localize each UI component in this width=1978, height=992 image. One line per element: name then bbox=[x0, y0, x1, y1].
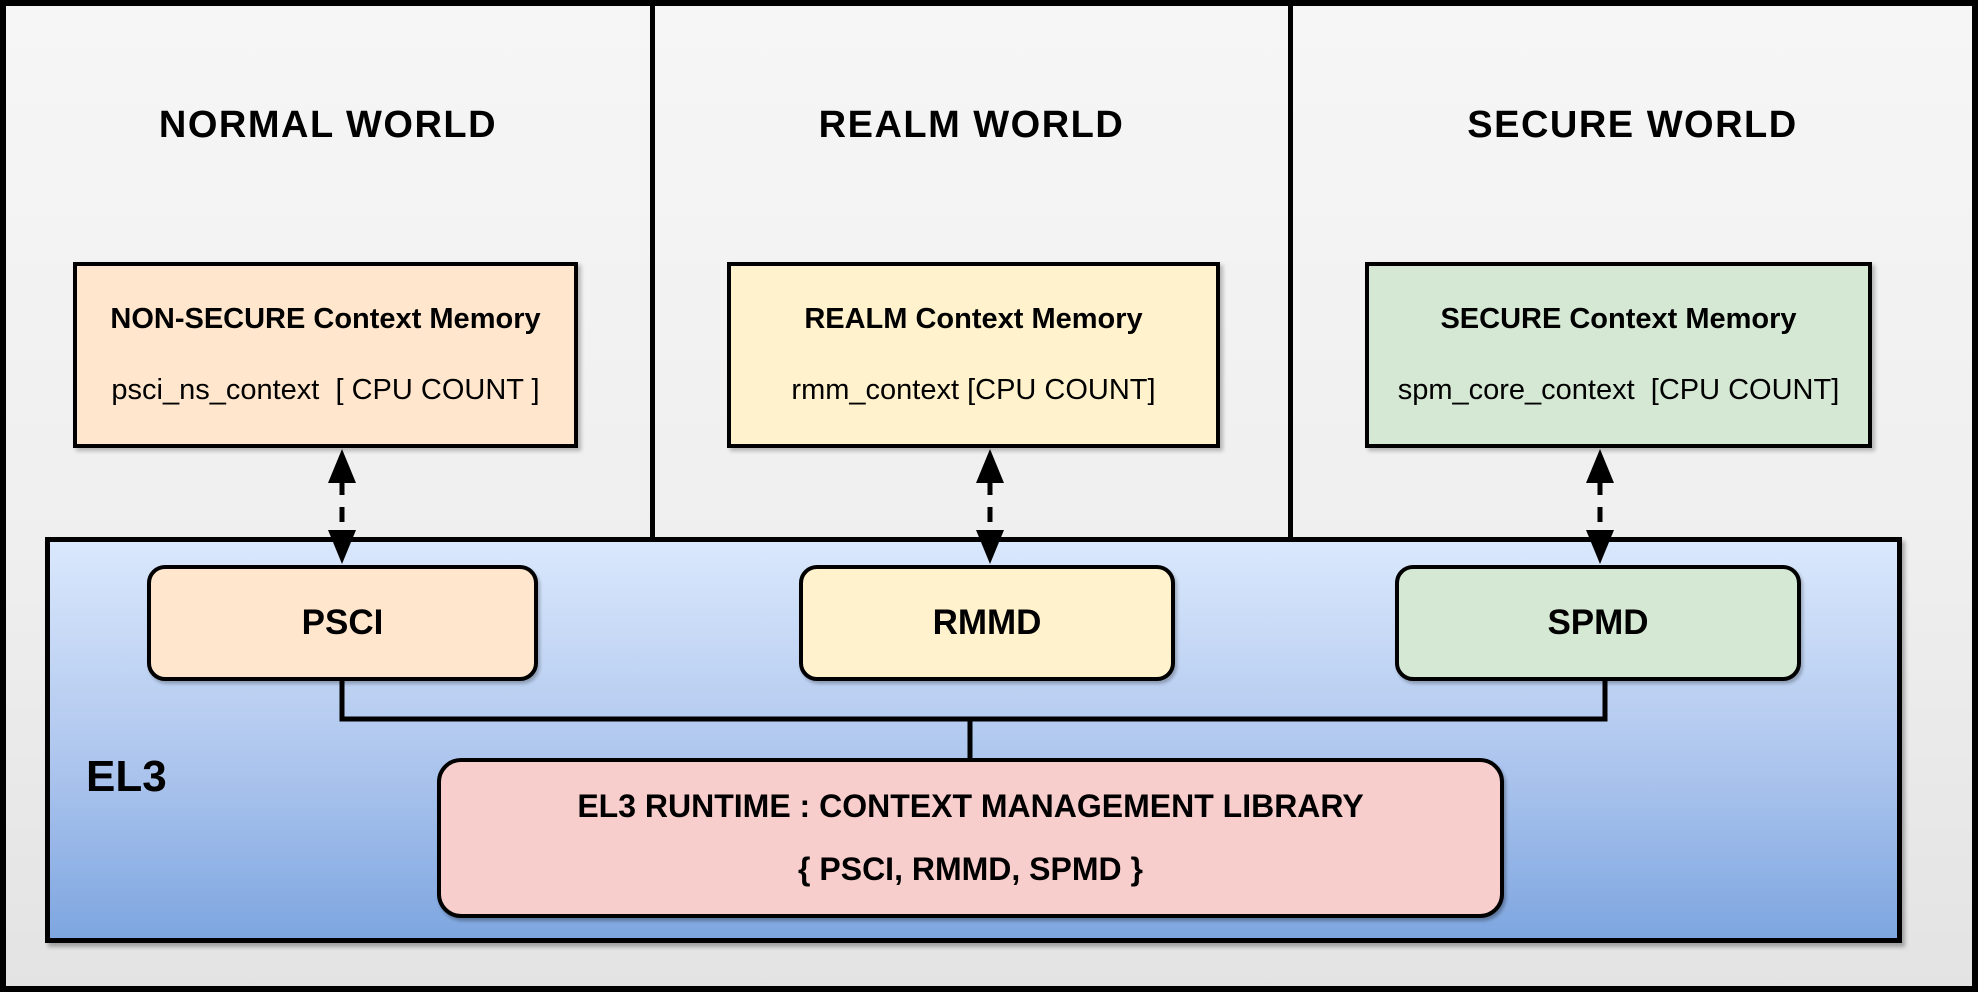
memory-box-realm: REALM Context Memory rmm_context [CPU CO… bbox=[727, 262, 1220, 448]
memory-box-subtitle: rmm_context [CPU COUNT] bbox=[791, 373, 1156, 406]
memory-box-non-secure: NON-SECURE Context Memory psci_ns_contex… bbox=[73, 262, 578, 448]
module-label: SPMD bbox=[1547, 603, 1649, 642]
module-box-spmd: SPMD bbox=[1395, 565, 1801, 681]
el3-label: EL3 bbox=[86, 752, 167, 801]
runtime-library-line1: EL3 RUNTIME : CONTEXT MANAGEMENT LIBRARY bbox=[577, 788, 1364, 824]
module-box-psci: PSCI bbox=[147, 565, 538, 681]
module-label: PSCI bbox=[301, 603, 384, 642]
world-divider-normal-realm bbox=[650, 0, 655, 539]
module-box-rmmd: RMMD bbox=[799, 565, 1175, 681]
memory-box-title: NON-SECURE Context Memory bbox=[110, 303, 541, 336]
memory-box-title: SECURE Context Memory bbox=[1440, 303, 1797, 336]
world-title-secure: SECURE WORLD bbox=[1467, 104, 1798, 146]
runtime-library-box: EL3 RUNTIME : CONTEXT MANAGEMENT LIBRARY… bbox=[437, 758, 1504, 918]
world-title-realm: REALM WORLD bbox=[818, 104, 1125, 146]
memory-box-subtitle: spm_core_context [CPU COUNT] bbox=[1397, 373, 1840, 406]
world-divider-realm-secure bbox=[1288, 0, 1293, 539]
memory-box-secure: SECURE Context Memory spm_core_context [… bbox=[1365, 262, 1872, 448]
memory-box-subtitle: psci_ns_context [ CPU COUNT ] bbox=[111, 373, 540, 406]
module-label: RMMD bbox=[932, 603, 1042, 642]
memory-box-title: REALM Context Memory bbox=[804, 303, 1143, 336]
world-title-normal: NORMAL WORLD bbox=[158, 104, 498, 146]
runtime-library-line2: { PSCI, RMMD, SPMD } bbox=[798, 851, 1143, 887]
